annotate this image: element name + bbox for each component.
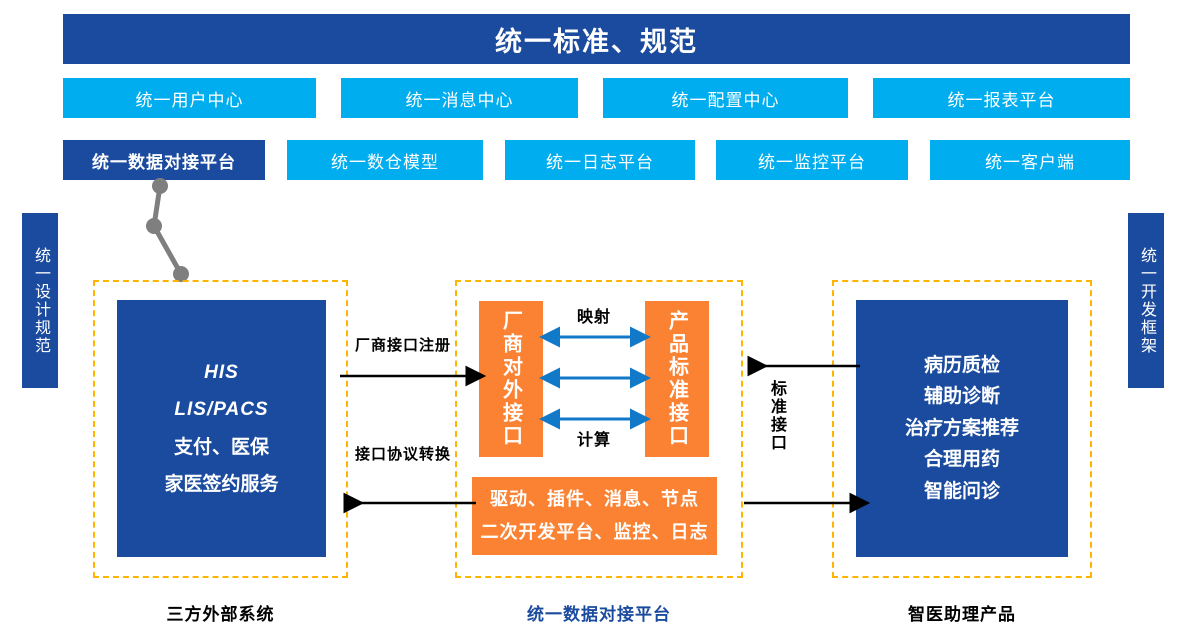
product-line-record-qc: 病历质检 (923, 355, 1000, 377)
chip-unified-client[interactable]: 统一客户端 (930, 140, 1130, 180)
caption-data-integration-platform: 统一数据对接平台 (527, 605, 671, 624)
sidebar-design-spec: 统一设计规范 (22, 213, 58, 388)
panel-product-standard-interface-label: 产品标准接口 (665, 310, 688, 448)
chip-unified-data-integration-platform[interactable]: 统一数据对接平台 (63, 140, 265, 180)
panel-vendor-external-interface: 厂商对外接口 (479, 301, 543, 457)
label-mapping: 映射 (576, 309, 611, 326)
label-vendor-interface-registration: 厂商接口注册 (354, 337, 451, 354)
chip-label: 统一数据对接平台 (92, 152, 236, 172)
panel-line-payment-insurance: 支付、医保 (173, 436, 269, 458)
caption-ai-assistant-products: 智医助理产品 (908, 605, 1016, 624)
arrow-right-to-center-top (747, 355, 860, 377)
chip-label: 统一报表平台 (947, 90, 1056, 110)
chip-label: 统一消息中心 (405, 90, 514, 110)
label-interface-protocol-conversion: 接口协议转换 (354, 446, 451, 463)
capability-line-2: 二次开发平台、监控、日志 (480, 522, 709, 542)
label-compute: 计算 (576, 432, 611, 449)
group-data-integration-platform (455, 280, 743, 578)
panel-line-family-doctor: 家医签约服务 (164, 473, 279, 495)
label-standard-interface: 标准接口 (768, 380, 785, 452)
chip-label: 统一数仓模型 (331, 152, 439, 172)
capability-line-1: 驱动、插件、消息、节点 (490, 488, 699, 509)
panel-vendor-external-interface-label: 厂商对外接口 (499, 310, 522, 448)
chip-label: 统一日志平台 (546, 152, 654, 172)
product-line-treatment-recommendation: 治疗方案推荐 (904, 417, 1019, 439)
product-line-aided-diagnosis: 辅助诊断 (923, 386, 1000, 408)
panel-platform-capabilities: 驱动、插件、消息、节点 二次开发平台、监控、日志 (472, 477, 717, 555)
panel-line-lis-pacs: LIS/PACS (174, 399, 269, 421)
chip-unified-monitor-platform[interactable]: 统一监控平台 (716, 140, 908, 180)
highlight-connector-line (146, 178, 189, 282)
product-line-intelligent-consultation: 智能问诊 (923, 480, 1000, 502)
group-external-systems (93, 280, 348, 578)
banner-title-text: 统一标准、规范 (495, 26, 698, 57)
chip-unified-message-center[interactable]: 统一消息中心 (341, 78, 578, 118)
sidebar-dev-framework: 统一开发框架 (1128, 213, 1164, 388)
panel-external-systems: HIS LIS/PACS 支付、医保 家医签约服务 (117, 300, 326, 557)
chip-unified-report-platform[interactable]: 统一报表平台 (873, 78, 1130, 118)
chip-unified-warehouse-model[interactable]: 统一数仓模型 (287, 140, 483, 180)
panel-product-standard-interface: 产品标准接口 (645, 301, 709, 457)
banner-title: 统一标准、规范 (63, 14, 1130, 64)
chip-label: 统一配置中心 (671, 90, 780, 110)
arrow-center-to-left-bottom (343, 492, 476, 514)
sidebar-dev-framework-label: 统一开发框架 (1138, 246, 1155, 355)
arrow-left-to-center-top (340, 365, 487, 387)
chip-label: 统一用户中心 (135, 90, 244, 110)
product-line-rational-medication: 合理用药 (923, 449, 1000, 471)
chip-unified-config-center[interactable]: 统一配置中心 (603, 78, 848, 118)
chip-label: 统一客户端 (985, 152, 1075, 172)
sidebar-design-spec-label: 统一设计规范 (32, 246, 49, 355)
panel-line-his: HIS (204, 362, 239, 384)
chip-unified-user-center[interactable]: 统一用户中心 (63, 78, 316, 118)
chip-label: 统一监控平台 (758, 152, 866, 172)
bidirectional-arrows-group (539, 326, 651, 430)
caption-external-systems: 三方外部系统 (166, 605, 275, 624)
arrow-center-to-right-bottom (744, 492, 871, 514)
group-ai-assistant-products (832, 280, 1092, 578)
panel-ai-assistant-products: 病历质检 辅助诊断 治疗方案推荐 合理用药 智能问诊 (856, 300, 1068, 557)
chip-unified-log-platform[interactable]: 统一日志平台 (505, 140, 695, 180)
